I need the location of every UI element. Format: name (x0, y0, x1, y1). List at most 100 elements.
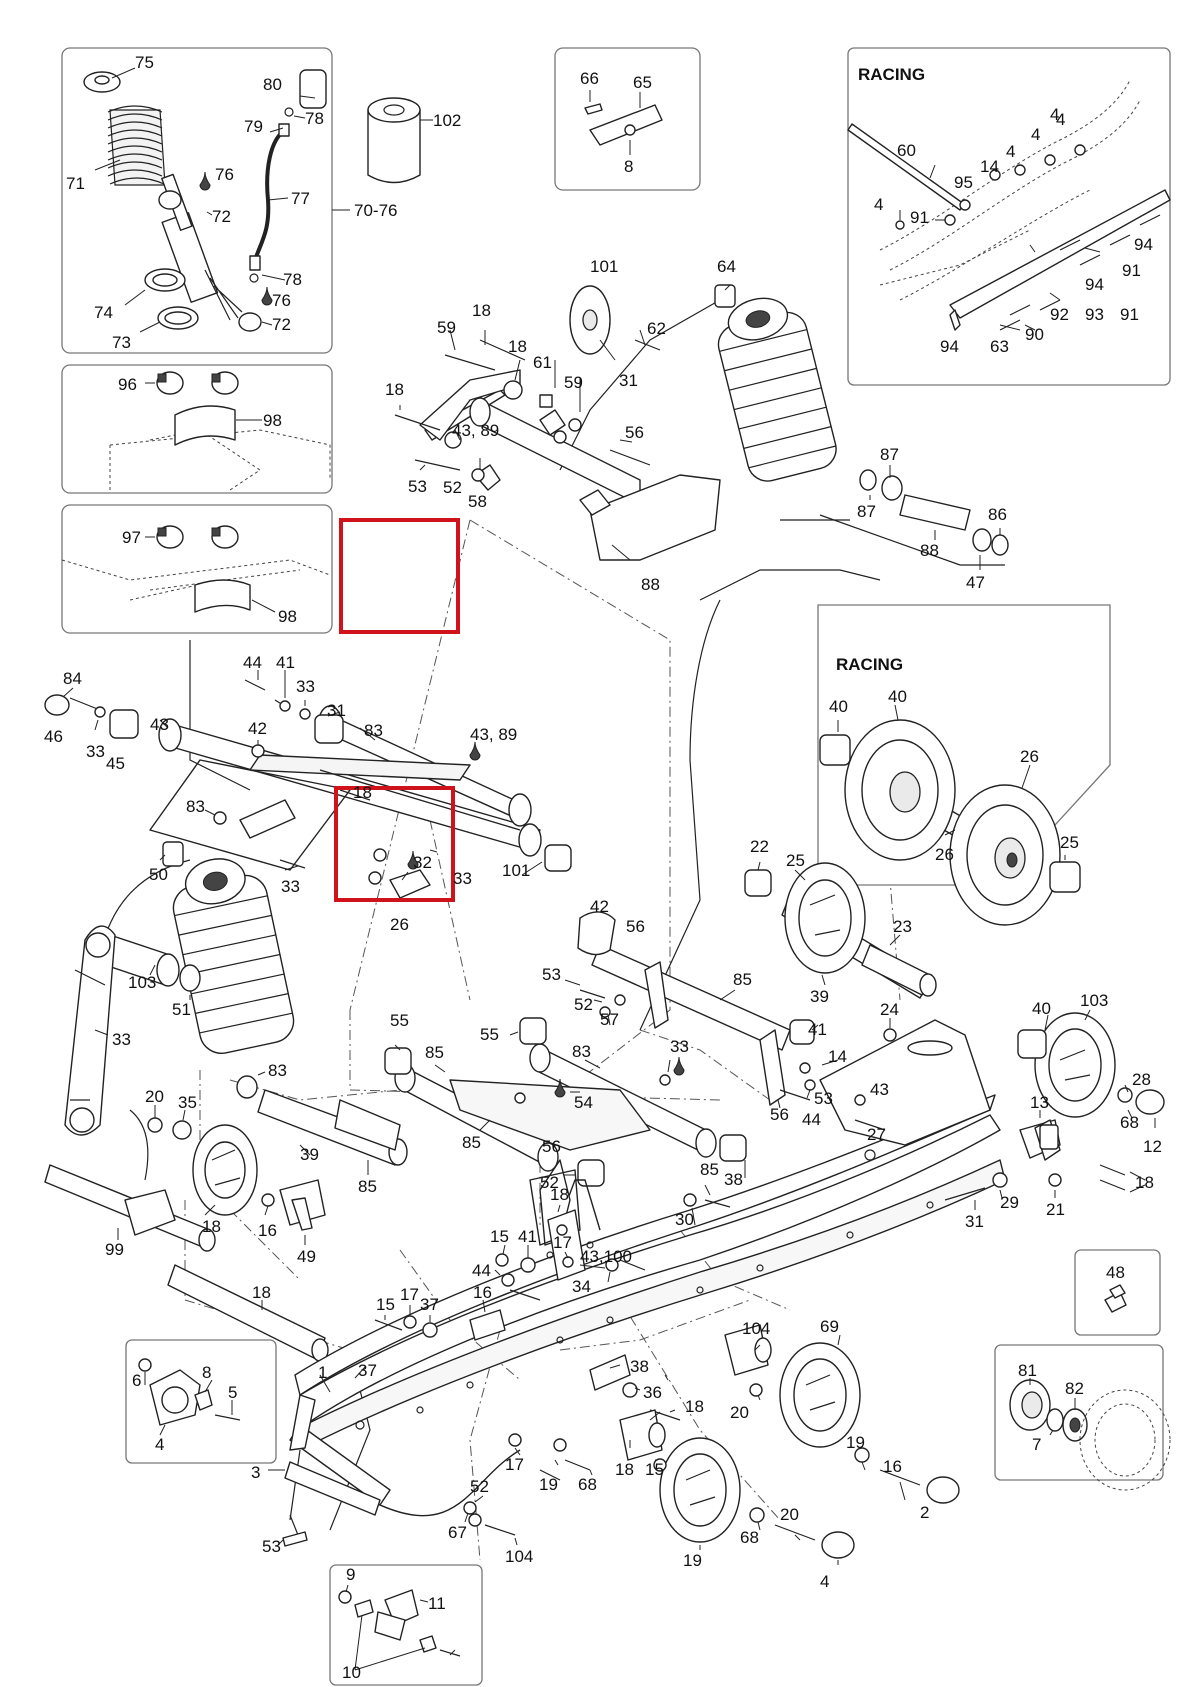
callout: 17 (553, 1233, 572, 1252)
callout: 59 (437, 318, 456, 337)
racing-wheels-title: RACING (836, 655, 903, 674)
racing-rail-title: RACING (858, 65, 925, 84)
callout: 82 (1065, 1379, 1084, 1398)
callout: 19 (683, 1551, 702, 1570)
rear-parts-right (854, 1009, 1165, 1210)
mid-arm-57 (564, 911, 839, 1109)
callout: 20 (730, 1403, 749, 1422)
callout: 17 (400, 1285, 419, 1304)
callout: 43, 89 (452, 421, 499, 440)
callout: 40 (1032, 999, 1051, 1018)
callout: 101 (590, 257, 618, 276)
callout: 21 (1046, 1200, 1065, 1219)
callout: 37 (358, 1361, 377, 1380)
callout: 40 (888, 687, 907, 706)
mid-wheels-22-25 (744, 861, 937, 999)
callout: 93 (1085, 305, 1104, 324)
callout: 98 (263, 411, 282, 430)
callout: 95 (954, 173, 973, 192)
callout: 25 (786, 851, 805, 870)
callout: 85 (462, 1133, 481, 1152)
callout: 52 (470, 1477, 489, 1496)
inset-bracket-65 (554, 47, 701, 191)
callout: 19 (539, 1475, 558, 1494)
callout: 87 (880, 445, 899, 464)
callout: 61 (533, 353, 552, 372)
shaft-49 (44, 1109, 216, 1252)
callout: 15 (376, 1295, 395, 1314)
rear-upper-arm (44, 670, 572, 899)
callout: 40 (829, 697, 848, 716)
callout: 94 (1134, 235, 1153, 254)
callout: 11 (428, 1594, 446, 1613)
callout: 76 (215, 165, 234, 184)
callout: 44 (243, 653, 262, 672)
callout: 83 (572, 1042, 591, 1061)
callout: 68 (578, 1475, 597, 1494)
callout: 62 (647, 319, 666, 338)
callout: 33 (86, 742, 105, 761)
callout: 16 (258, 1221, 277, 1240)
callout: 83 (364, 721, 383, 740)
rear-shock (104, 841, 295, 1099)
callout: 6 (132, 1371, 141, 1390)
callout: 18 (1135, 1173, 1154, 1192)
callout: 33 (453, 869, 472, 888)
main-rail (289, 1019, 1061, 1517)
callout: 99 (105, 1240, 124, 1259)
callout: 59 (564, 373, 583, 392)
callout: 47 (966, 573, 985, 592)
callout: 80 (263, 75, 282, 94)
callout: 18 (685, 1397, 704, 1416)
callout: 18 (550, 1185, 569, 1204)
inset-grease-fitting (1074, 1249, 1161, 1336)
callout: 96 (118, 375, 137, 394)
inset-slider-9 (329, 1564, 483, 1686)
callout: 42 (590, 897, 609, 916)
callout: 77 (291, 189, 310, 208)
callout: 8 (202, 1363, 211, 1382)
callout: 63 (990, 337, 1009, 356)
callout: 48 (1106, 1263, 1125, 1282)
callout: 4 (874, 195, 883, 214)
callout: 90 (1025, 325, 1044, 344)
callout: 73 (112, 333, 131, 352)
callout: 38 (724, 1170, 743, 1189)
callout: 86 (988, 505, 1007, 524)
callout: 104 (505, 1547, 533, 1566)
callout: 43 (150, 715, 169, 734)
callout: 4 (1031, 125, 1040, 144)
shaft-48 (167, 1264, 329, 1362)
link-51 (64, 925, 116, 1136)
callout: 55 (480, 1025, 499, 1044)
inset-slider-5 (125, 1339, 277, 1464)
callout: 103 (128, 973, 156, 992)
callout: 3 (251, 1463, 260, 1482)
highlight-box-part-43-89-83 (334, 786, 455, 902)
callout: 14 (828, 1047, 847, 1066)
callout: 28 (1132, 1070, 1151, 1089)
callout: 49 (297, 1247, 316, 1266)
callout: 71 (66, 174, 85, 193)
callout: 103 (1080, 991, 1108, 1010)
callout-labels: 75 80 79 78 102 71 76 72 77 70-76 78 74 … (44, 53, 1162, 1682)
callout: 69 (820, 1317, 839, 1336)
callout: 85 (358, 1177, 377, 1196)
lower-left-parts (147, 1089, 731, 1245)
callout: 44 (802, 1110, 821, 1129)
callout: 79 (244, 117, 263, 136)
callout: 43 (870, 1080, 889, 1099)
callout: 58 (468, 492, 487, 511)
callout: 18 (385, 380, 404, 399)
bottom-left-parts (268, 1461, 518, 1547)
callout: 26 (1020, 747, 1039, 766)
callout: 27 (867, 1125, 886, 1144)
inset-bearing (994, 1344, 1171, 1491)
callout: 14 (980, 157, 999, 176)
callout: 18 (508, 337, 527, 356)
callout: 4 (820, 1572, 829, 1591)
callout: 45 (106, 754, 125, 773)
callout: 57 (600, 1010, 619, 1029)
callout: 50 (149, 865, 168, 884)
callout: 56 (770, 1105, 789, 1124)
